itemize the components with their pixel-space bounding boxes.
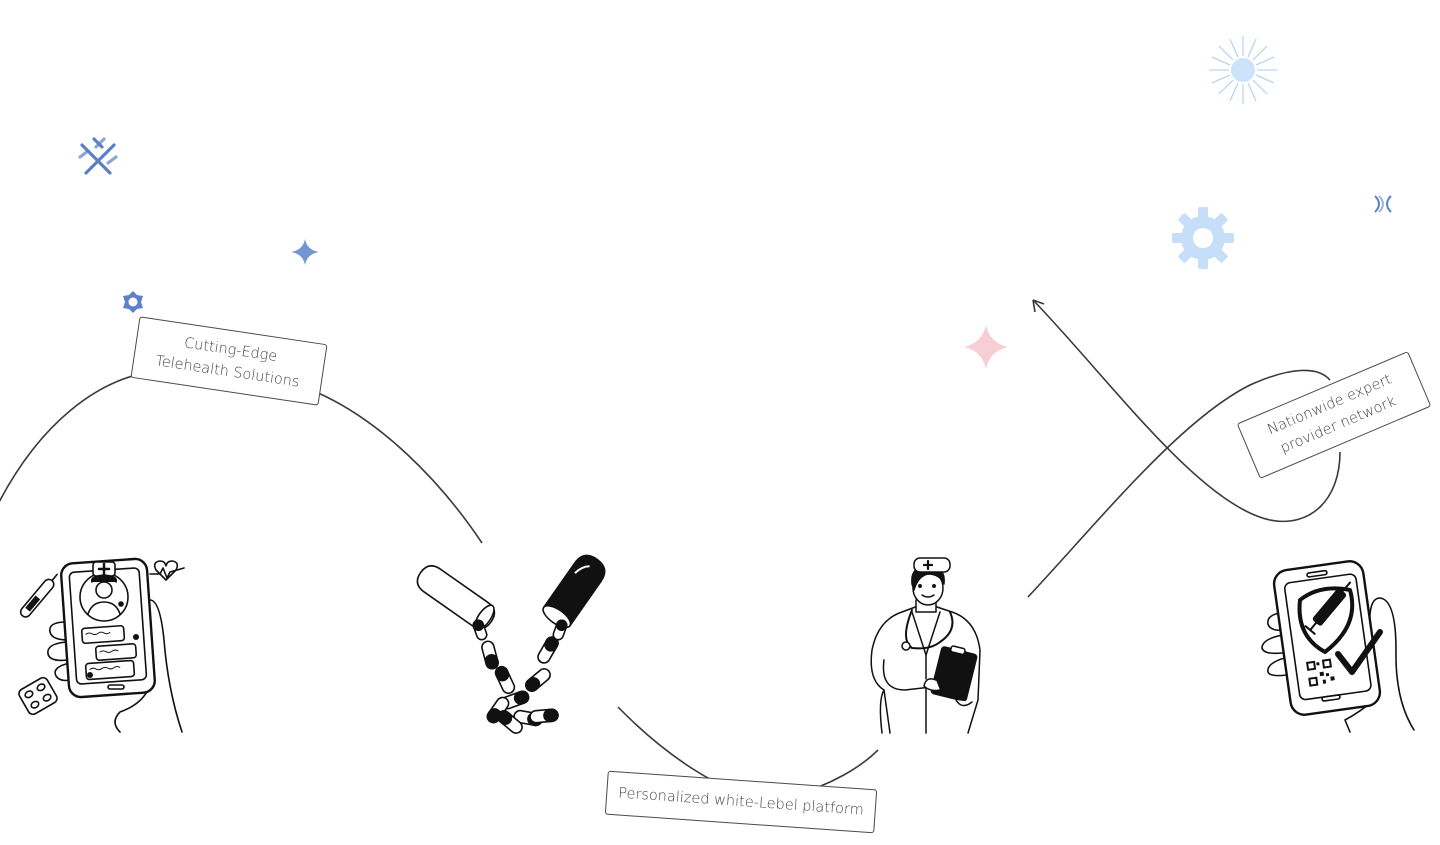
phone-doctor-chat-illustration [18, 557, 185, 733]
sparkle-star-icon [291, 239, 319, 265]
phone-vaccine-check-illustration [1261, 560, 1415, 733]
gear-icon [1172, 207, 1234, 269]
platform-line: Personalized white-Lebel platform [617, 785, 865, 819]
sunburst-icon [1209, 36, 1277, 104]
pill-pile [472, 619, 568, 734]
bracket-mark-icon [1374, 195, 1392, 213]
qr-code-icon [1306, 658, 1335, 687]
pink-sparkle-icon [964, 325, 1008, 369]
sparkle-cross-icon [78, 137, 118, 175]
hex-badge-icon [123, 291, 143, 313]
capsules-illustration [416, 554, 606, 734]
doctor-with-clipboard-illustration [870, 557, 981, 734]
